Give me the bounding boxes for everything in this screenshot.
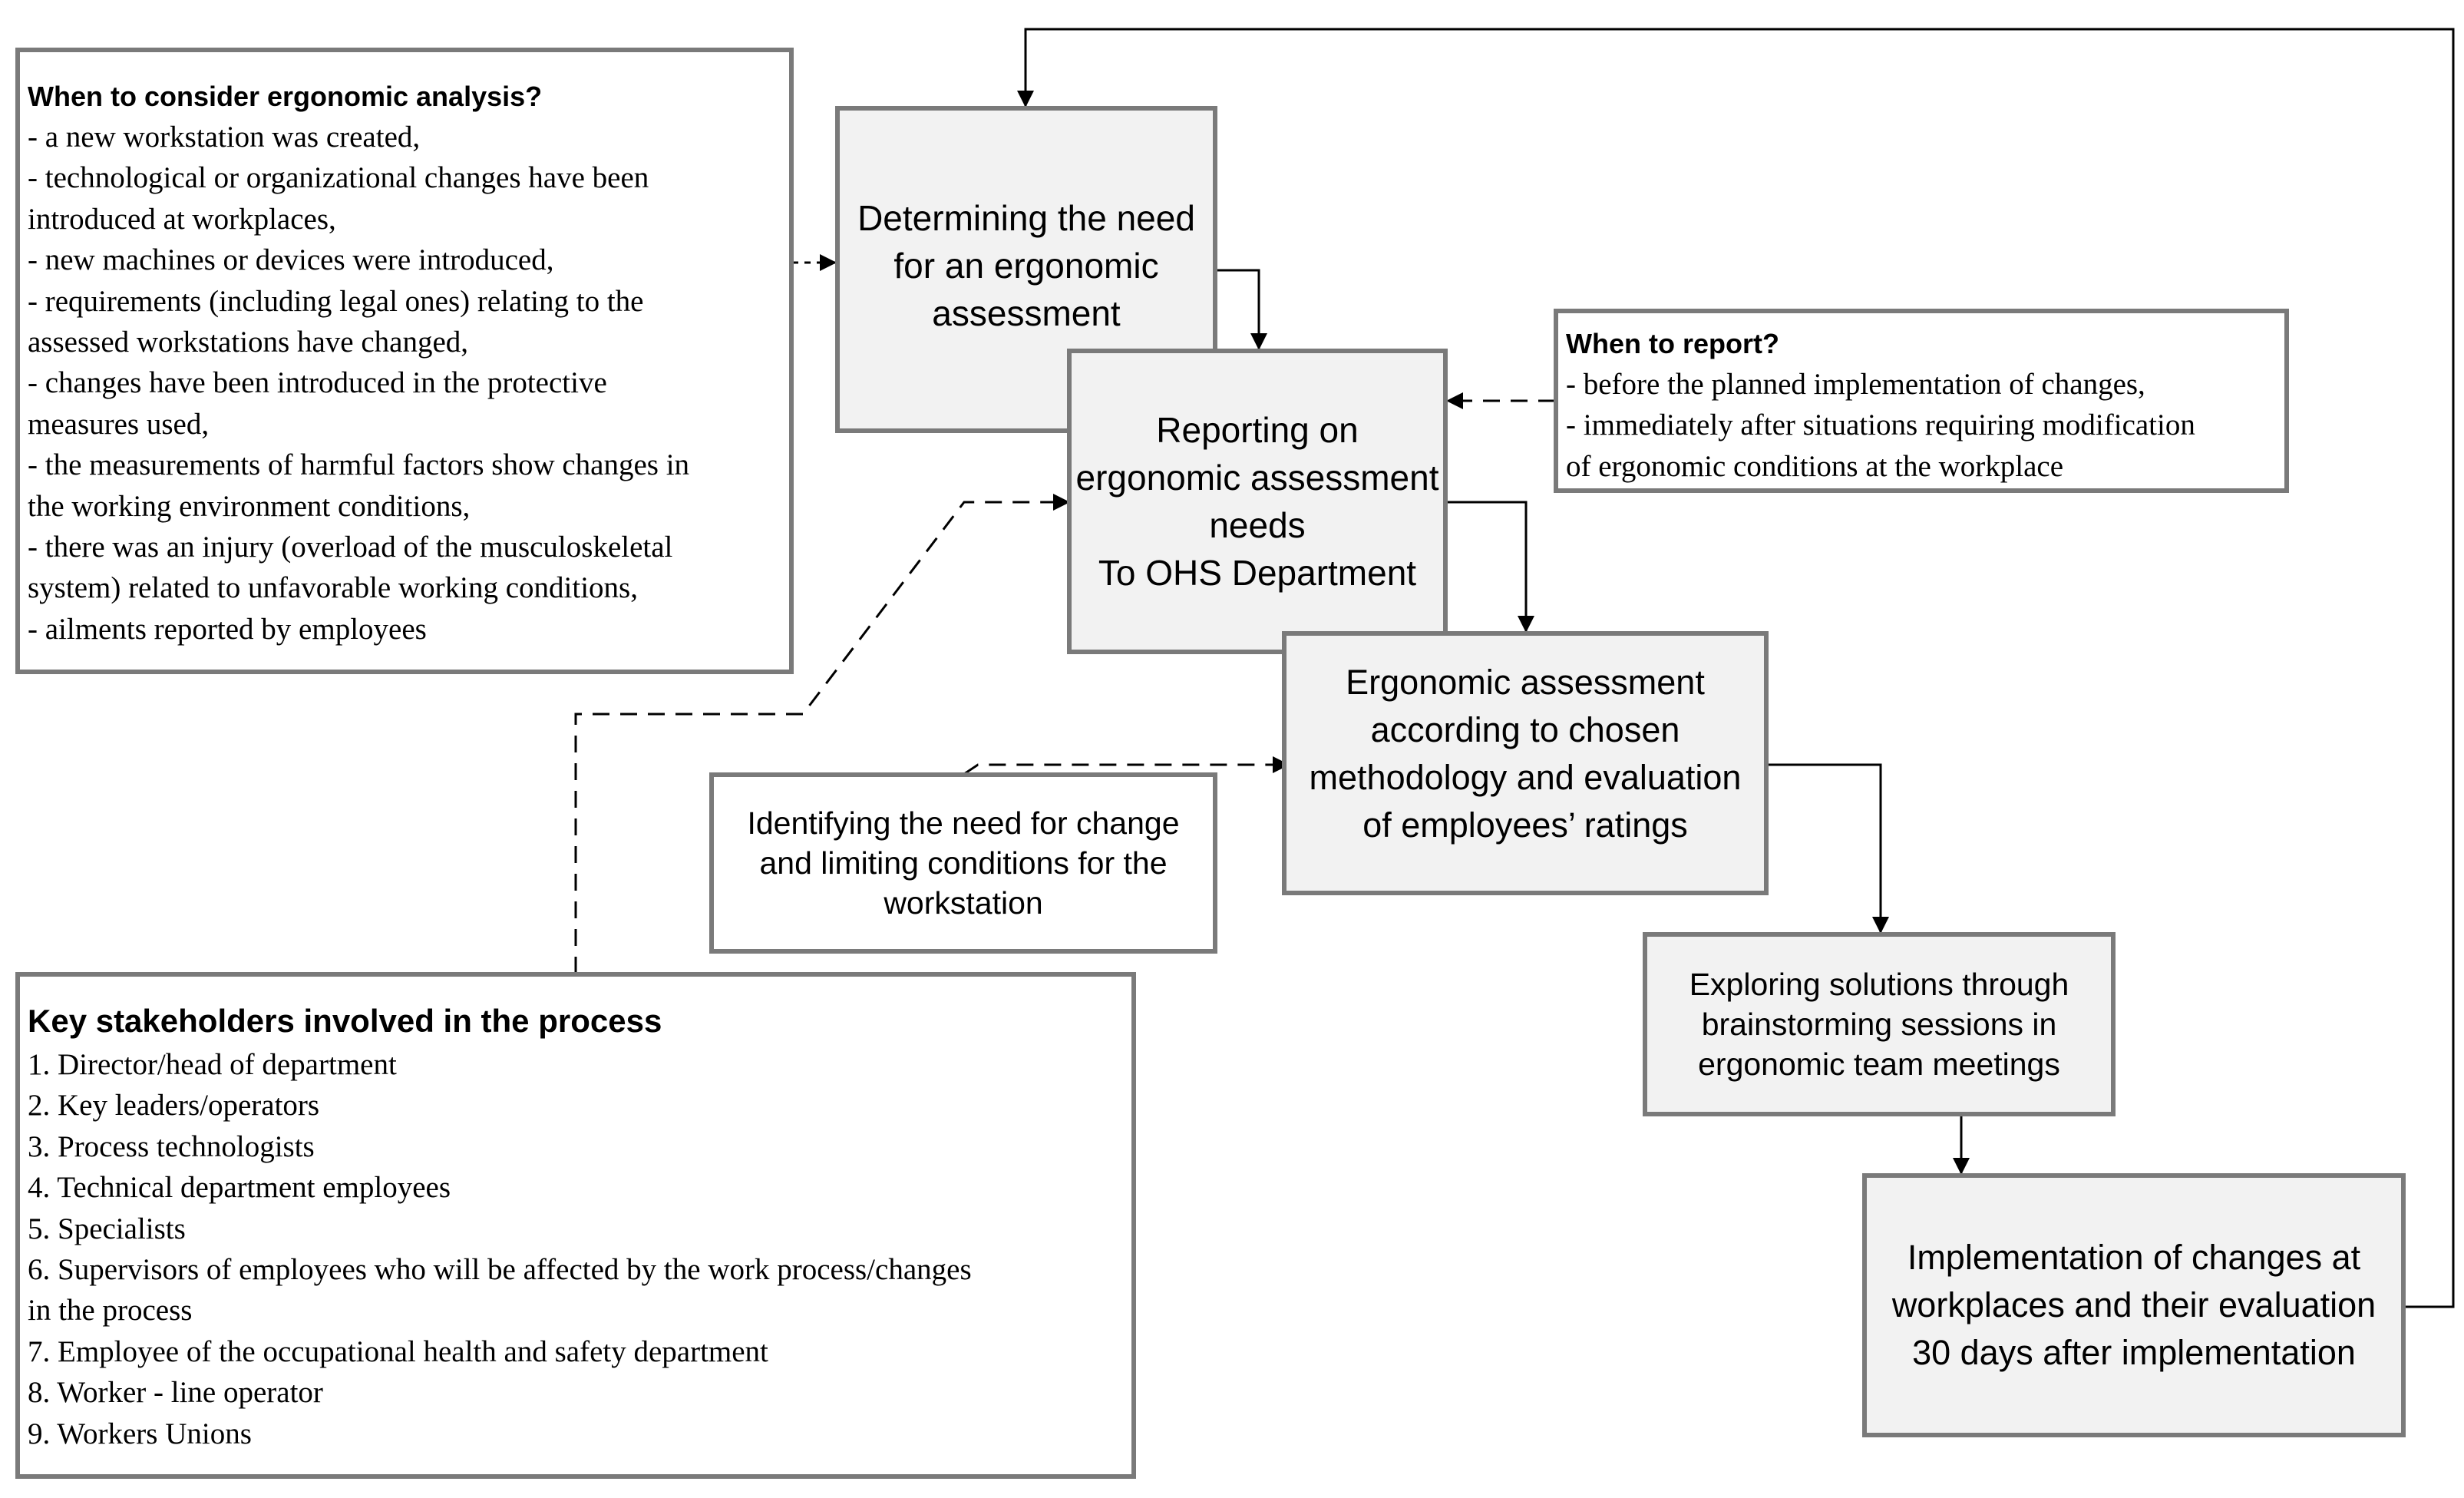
node-text-line: according to chosen — [1370, 710, 1680, 749]
list-item: 8. Worker - line operator — [28, 1376, 323, 1410]
node-exploring-solutions: Exploring solutions through brainstormin… — [1643, 932, 2116, 1116]
node-text-line: Implementation of changes at — [1907, 1238, 2361, 1277]
list-item: in the process — [28, 1294, 193, 1328]
node-text-line: 30 days after implementation — [1912, 1333, 2356, 1372]
arrow-reporting-to-assessment — [1445, 501, 1534, 633]
node-text-line: methodology and evaluation — [1309, 758, 1742, 797]
when-to-consider-title: When to consider ergonomic analysis? — [28, 81, 543, 112]
list-item: 9. Workers Unions — [28, 1417, 252, 1450]
list-item: measures used, — [28, 407, 210, 441]
node-ergonomic-assessment: Ergonomic assessment according to chosen… — [1282, 631, 1769, 895]
node-text-line: Exploring solutions through — [1689, 967, 2069, 1002]
node-implementation: Implementation of changes at workplaces … — [1862, 1173, 2406, 1437]
list-item: - ailments reported by employees — [28, 612, 427, 646]
list-item: assessed workstations have changed, — [28, 326, 469, 359]
list-item: 4. Technical department employees — [28, 1171, 451, 1205]
list-item: - changes have been introduced in the pr… — [28, 366, 607, 400]
node-text-line: assessment — [932, 293, 1121, 333]
node-text-line: ergonomic team meetings — [1698, 1047, 2060, 1082]
node-text-line: for an ergonomic — [893, 246, 1159, 286]
node-text-line: Determining the need — [857, 198, 1195, 238]
list-item: system) related to unfavorable working c… — [28, 571, 638, 605]
list-item: the working environment conditions, — [28, 489, 471, 523]
when-to-report-box: When to report? - before the planned imp… — [1554, 309, 2289, 493]
list-item: 5. Specialists — [28, 1212, 186, 1245]
list-item: 7. Employee of the occupational health a… — [28, 1334, 768, 1368]
node-identifying-need: Identifying the need for change and limi… — [709, 772, 1217, 954]
arrow-determining-to-reporting — [1214, 269, 1267, 350]
node-text-line: Ergonomic assessment — [1346, 663, 1705, 702]
arrow-feedback-loop — [1017, 28, 2455, 1308]
arrow-stakeholders-to-reporting — [574, 494, 1070, 974]
list-item: introduced at workplaces, — [28, 202, 336, 236]
list-item: 6. Supervisors of employees who will be … — [28, 1253, 972, 1287]
arrow-assessment-to-exploring — [1765, 763, 1889, 934]
arrow-identifying-to-assessment — [963, 756, 1290, 775]
list-item: 1. Director/head of department — [28, 1048, 397, 1081]
node-text-line: workplaces and their evaluation — [1891, 1285, 2376, 1324]
list-item: of ergonomic conditions at the workplace — [1566, 449, 2064, 483]
list-item: - the measurements of harmful factors sh… — [28, 448, 690, 482]
node-text-line: ergonomic assessment — [1075, 458, 1439, 498]
stakeholders-box: Key stakeholders involved in the process… — [15, 972, 1136, 1479]
node-text-line: Identifying the need for change — [747, 805, 1180, 841]
node-reporting: Reporting on ergonomic assessment needs … — [1067, 349, 1448, 654]
stakeholders-title: Key stakeholders involved in the process — [28, 1003, 662, 1039]
list-item: - technological or organizational change… — [28, 161, 649, 195]
node-text-line: of employees’ ratings — [1362, 805, 1688, 845]
node-text-line: needs — [1209, 505, 1306, 545]
list-item: - new machines or devices were introduce… — [28, 243, 554, 277]
list-item: - a new workstation was created, — [28, 121, 421, 154]
list-item: 2. Key leaders/operators — [28, 1089, 320, 1123]
list-item: - immediately after situations requiring… — [1566, 408, 2195, 442]
node-text-line: Reporting on — [1156, 410, 1359, 450]
when-to-report-title: When to report? — [1566, 328, 1779, 359]
node-text-line: brainstorming sessions in — [1701, 1007, 2057, 1042]
list-item: 3. Process technologists — [28, 1129, 315, 1163]
node-text-line: To OHS Department — [1098, 553, 1417, 593]
node-text-line: workstation — [884, 885, 1043, 921]
list-item: - before the planned implementation of c… — [1566, 368, 2145, 401]
node-text-line: and limiting conditions for the — [759, 845, 1168, 881]
when-to-consider-box: When to consider ergonomic analysis? - a… — [15, 48, 794, 674]
list-item: - there was an injury (overload of the m… — [28, 531, 673, 564]
list-item: - requirements (including legal ones) re… — [28, 284, 644, 318]
